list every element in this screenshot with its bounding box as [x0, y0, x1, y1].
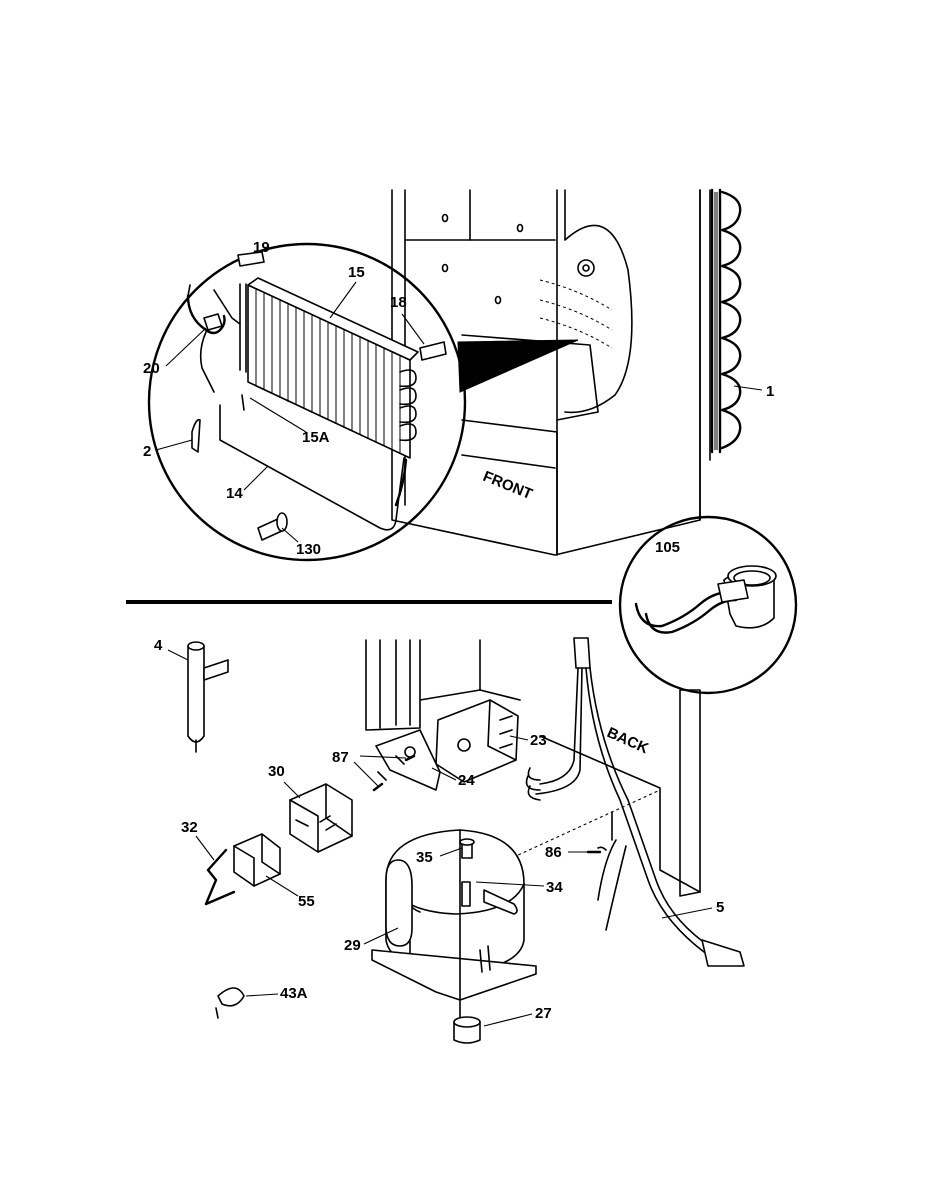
label-55: 55	[298, 893, 315, 910]
label-15: 15	[348, 264, 365, 281]
label-35: 35	[416, 849, 433, 866]
label-20: 20	[143, 360, 160, 377]
part-18-pad	[419, 341, 447, 361]
evaporator	[239, 277, 419, 459]
overload-detail-circle: 105	[618, 515, 798, 695]
label-34: 34	[546, 879, 563, 896]
part-32-clip	[204, 848, 236, 906]
label-5: 5	[716, 899, 724, 916]
cabinet-upper	[391, 189, 711, 556]
label-4: 4	[154, 637, 163, 654]
part-130-drain-tube	[257, 512, 288, 541]
part-19-clip	[237, 251, 265, 267]
part-27-grommet	[453, 1016, 481, 1044]
label-105: 105	[655, 539, 680, 556]
part-87-screws	[372, 754, 416, 792]
part-14-heater	[219, 404, 405, 531]
text-front: FRONT	[481, 468, 535, 503]
cabinet-lower	[365, 639, 701, 901]
text-back: BACK	[604, 724, 651, 757]
evaporator-detail-circle	[147, 242, 467, 562]
label-24: 24	[458, 772, 475, 789]
upper-labels: 19 15 18 20 15A 2 14 130 1 FRONT	[143, 239, 774, 558]
part-5-harness	[525, 637, 745, 967]
part-35-bolt	[459, 838, 475, 859]
label-14: 14	[226, 485, 243, 502]
label-30: 30	[268, 763, 285, 780]
label-18: 18	[390, 294, 407, 311]
label-43a: 43A	[280, 985, 308, 1002]
label-32: 32	[181, 819, 198, 836]
label-19: 19	[253, 239, 270, 256]
label-130: 130	[296, 541, 321, 558]
part-29-compressor	[371, 829, 537, 1025]
part-4-filter-drier	[187, 641, 229, 753]
part-43a-clip	[215, 987, 245, 1019]
label-23: 23	[530, 732, 547, 749]
label-86: 86	[545, 844, 562, 861]
part-30-relay-cover	[289, 783, 353, 853]
part-2-bracket	[191, 418, 201, 453]
label-29: 29	[344, 937, 361, 954]
condenser-coil	[710, 188, 742, 454]
part-20-thermostat	[186, 284, 241, 393]
part-55-start-relay	[233, 833, 281, 887]
label-87: 87	[332, 749, 349, 766]
part-23-relay-block	[435, 699, 519, 783]
label-1: 1	[766, 383, 774, 400]
label-15a: 15A	[302, 429, 330, 446]
label-27: 27	[535, 1005, 552, 1022]
detail-pointer	[457, 339, 579, 393]
label-2: 2	[143, 443, 151, 460]
